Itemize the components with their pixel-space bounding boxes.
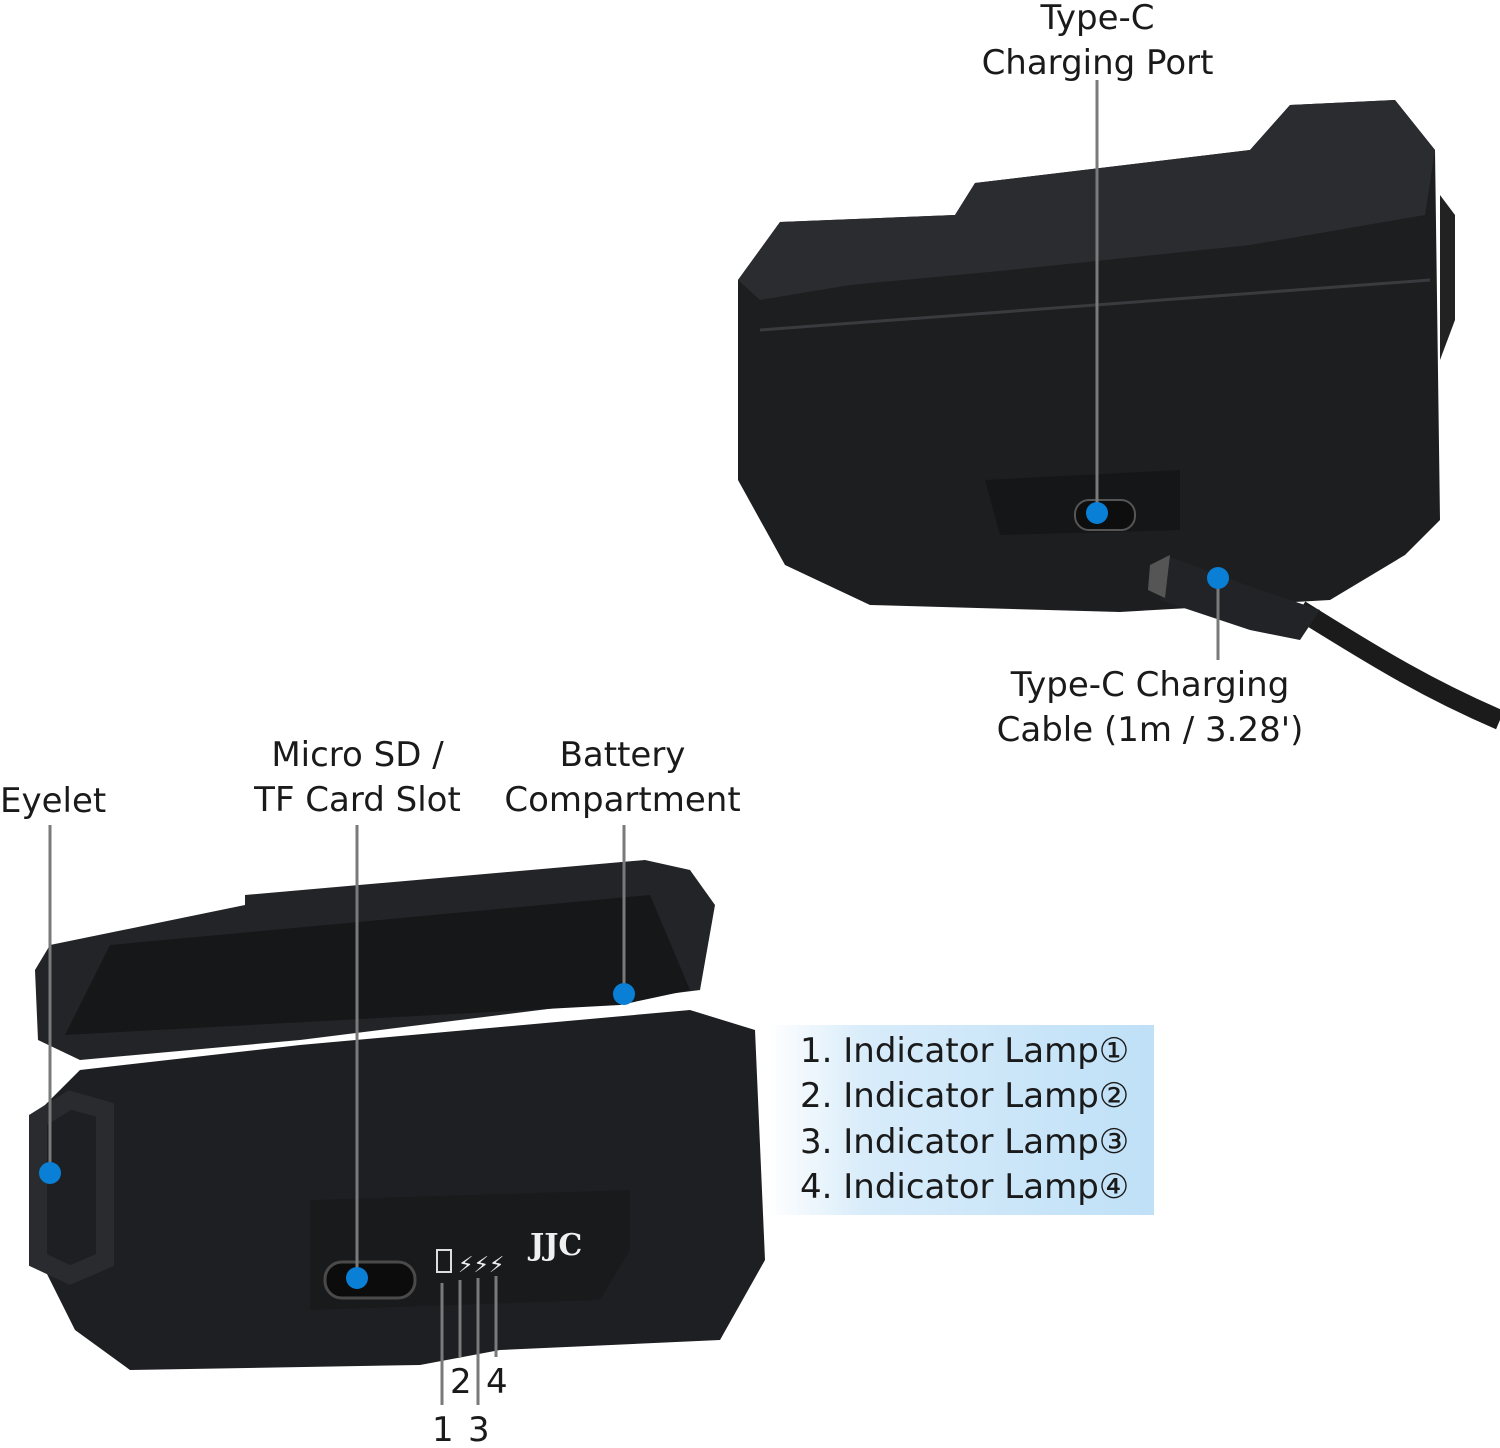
marker-port (1086, 502, 1108, 524)
lamp-item-2: 2. Indicator Lamp② (800, 1076, 1130, 1116)
label-line: Type-C (1040, 0, 1155, 38)
label-battery: Battery Compartment (500, 733, 745, 823)
lamp-item-1: 1. Indicator Lamp① (800, 1031, 1130, 1071)
label-type-c-port: Type-C Charging Port (960, 0, 1235, 86)
leader-lines (48, 80, 1220, 1405)
marker-sd (346, 1267, 368, 1289)
marker-battery (613, 983, 635, 1005)
lamp-item-4: 4. Indicator Lamp④ (800, 1167, 1130, 1207)
label-micro-sd: Micro SD / TF Card Slot (245, 733, 470, 823)
svg-text:⚡⚡⚡: ⚡⚡⚡ (458, 1253, 504, 1278)
label-type-c-cable: Type-C Charging Cable (1m / 3.28') (985, 663, 1315, 753)
bottom-device: ⚡⚡⚡ JJC (29, 860, 765, 1370)
indicator-lamp-legend: 1. Indicator Lamp① 2. Indicator Lamp② 3.… (768, 1025, 1154, 1215)
label-line: Type-C Charging (1010, 665, 1290, 705)
label-line: Micro SD / (271, 735, 444, 775)
label-eyelet: Eyelet (0, 781, 107, 821)
lamp-number-1: 1 (432, 1410, 454, 1448)
lamp-number-3: 3 (468, 1410, 490, 1448)
label-line: TF Card Slot (254, 780, 461, 820)
label-line: Battery (559, 735, 686, 775)
type-c-cable (1148, 555, 1500, 730)
lamp-number-4: 4 (486, 1362, 508, 1402)
marker-cable (1207, 567, 1229, 589)
label-line: Compartment (504, 780, 741, 820)
lamp-number-2: 2 (450, 1362, 472, 1402)
marker-dots (39, 502, 1229, 1289)
label-line: Charging Port (981, 43, 1214, 83)
top-device (738, 100, 1455, 612)
lamp-item-3: 3. Indicator Lamp③ (800, 1122, 1130, 1162)
marker-eyelet (39, 1162, 61, 1184)
label-line: Cable (1m / 3.28') (996, 710, 1304, 750)
brand-logo: JJC (527, 1228, 582, 1263)
